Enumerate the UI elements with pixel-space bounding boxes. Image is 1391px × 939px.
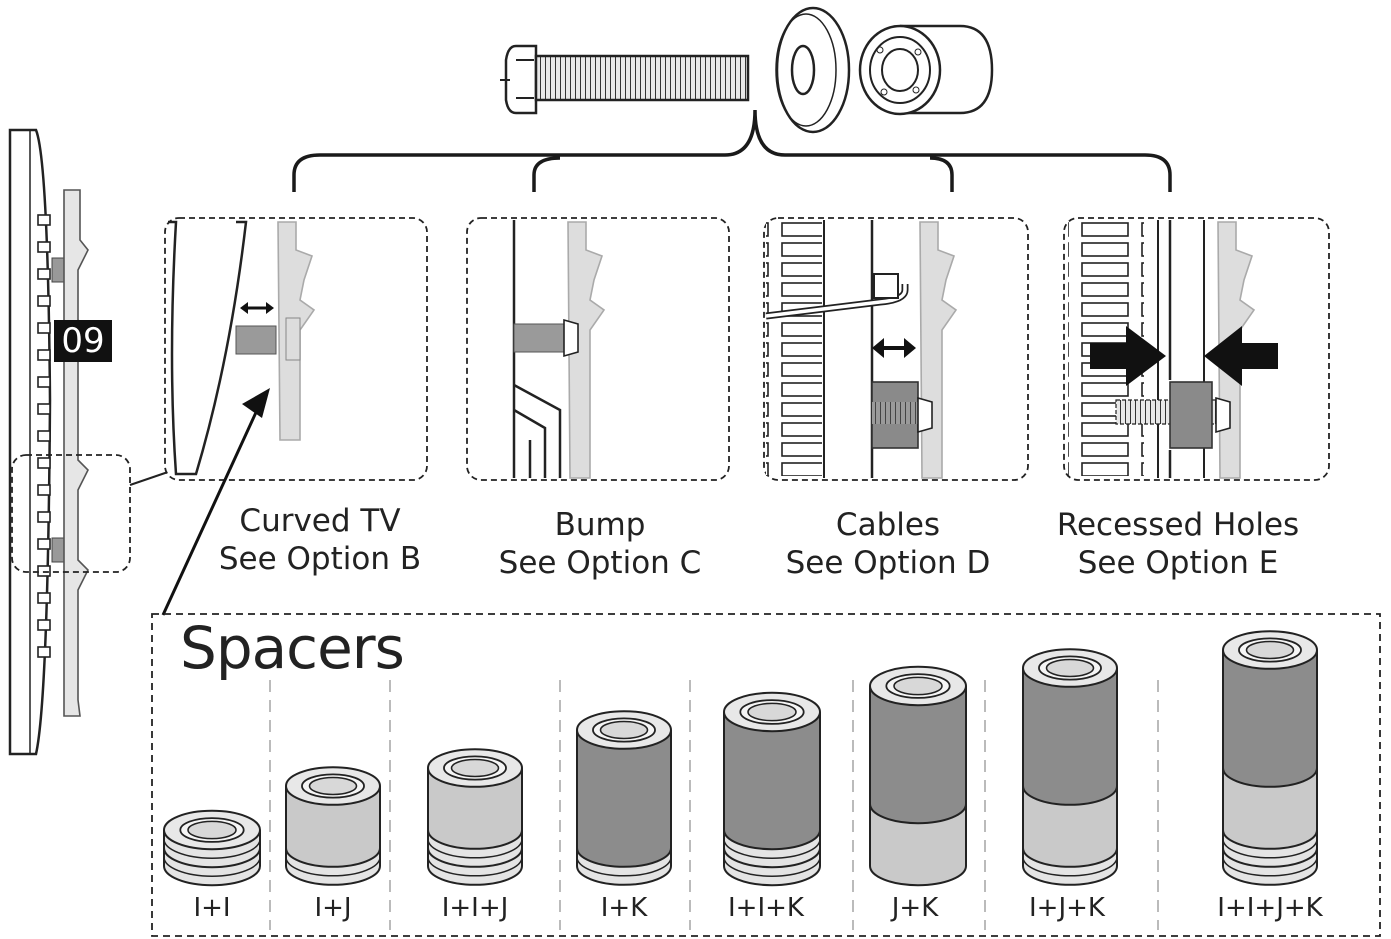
detail-callout-box [11, 454, 131, 573]
option-label-curved-tv: Curved TV See Option B [200, 502, 440, 578]
spacer-sleeve-illustration [858, 24, 994, 116]
spacer-stack [285, 766, 381, 886]
spacer-label: I+I+K [728, 893, 804, 923]
option-reference: See Option D [785, 545, 991, 581]
panel-cables [763, 217, 1029, 481]
option-title: Recessed Holes [1056, 507, 1300, 543]
spacer-label: I+I+J [441, 893, 509, 923]
spacer-stack [427, 748, 523, 886]
spacer-dividers [269, 680, 1159, 930]
spacer-stacks [163, 630, 1318, 887]
panel-bump [466, 217, 730, 481]
panel-curved-tv [164, 217, 428, 481]
pointer-arrow [161, 407, 260, 616]
option-title: Cables [835, 507, 941, 543]
spacer-stack [576, 710, 672, 886]
option-reference: See Option C [498, 545, 702, 581]
hardware-bracket [292, 109, 1172, 192]
option-title: Bump [554, 507, 646, 543]
spacer-stack [869, 665, 967, 887]
spacers-title: Spacers [180, 614, 405, 682]
tv-side-view [8, 128, 89, 756]
washer-illustration [775, 6, 851, 134]
spacer-stack [1022, 648, 1118, 886]
spacer-label: J+K [891, 893, 939, 923]
spacer-stack [163, 809, 261, 887]
spacer-stack [1222, 630, 1318, 886]
spacer-label: I+I [193, 893, 231, 923]
option-label-bump: Bump See Option C [480, 506, 720, 582]
panel-recessed-holes [1063, 217, 1330, 481]
spacer-label: I+I+J+K [1217, 893, 1323, 923]
spacer-label: I+K [600, 893, 648, 923]
option-label-cables: Cables See Option D [768, 506, 1008, 582]
spacer-stack [723, 691, 821, 887]
option-label-recessed-holes: Recessed Holes See Option E [1038, 506, 1318, 582]
screw-illustration [500, 44, 750, 115]
spacer-label: I+J [314, 893, 352, 923]
option-reference: See Option E [1077, 545, 1279, 581]
step-badge: 09 [54, 320, 112, 362]
option-reference: See Option B [218, 541, 422, 577]
spacer-label: I+J+K [1029, 893, 1105, 923]
option-title: Curved TV [239, 503, 401, 539]
spacers-box [151, 613, 1381, 937]
